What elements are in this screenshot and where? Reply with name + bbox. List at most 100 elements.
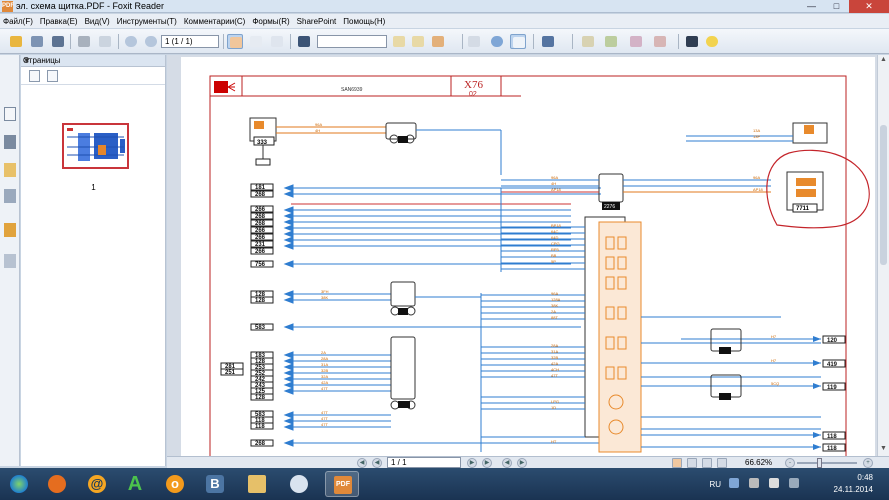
taskbar-atom[interactable]: A bbox=[118, 471, 152, 497]
scroll-down-icon[interactable]: ▼ bbox=[880, 445, 887, 452]
menu-sharepoint[interactable]: SharePoint bbox=[296, 16, 337, 26]
facing-view-icon[interactable] bbox=[702, 458, 712, 468]
zoom-in-button[interactable]: + bbox=[863, 458, 873, 468]
folder-icon bbox=[10, 36, 22, 47]
svg-text:119: 119 bbox=[827, 385, 837, 391]
window-title: эл. схема щитка.PDF - Foxit Reader bbox=[16, 1, 164, 11]
prev-page-status-button[interactable]: ◀ bbox=[372, 458, 382, 468]
comments-icon[interactable] bbox=[4, 163, 16, 177]
next-page-button[interactable] bbox=[143, 34, 159, 49]
snapshot-button[interactable] bbox=[430, 34, 446, 49]
signatures-icon[interactable] bbox=[4, 254, 16, 268]
svg-text:42A: 42A bbox=[551, 361, 558, 366]
svg-text:1D: 1D bbox=[551, 405, 556, 410]
network-icon[interactable] bbox=[749, 478, 759, 488]
continuous-view-icon[interactable] bbox=[687, 458, 697, 468]
extract-button[interactable] bbox=[603, 34, 619, 49]
scroll-up-icon[interactable]: ▲ bbox=[880, 56, 887, 63]
zoom-slider[interactable] bbox=[797, 462, 857, 464]
panel-menu-icon[interactable]: ▼ bbox=[23, 56, 31, 65]
clock-time[interactable]: 0:48 bbox=[857, 473, 873, 482]
hand-tool-button[interactable] bbox=[227, 34, 243, 49]
pdf-sign-button[interactable] bbox=[540, 34, 556, 49]
rotate-button[interactable] bbox=[489, 34, 505, 49]
taskbar-vk[interactable]: В bbox=[198, 471, 232, 497]
find-next-button[interactable] bbox=[410, 34, 426, 49]
maximize-button[interactable]: □ bbox=[833, 1, 840, 11]
select-text-button[interactable] bbox=[248, 34, 264, 49]
typewriter-button[interactable] bbox=[684, 34, 700, 49]
pages-panel-icon[interactable] bbox=[4, 107, 16, 121]
clock-date[interactable]: 24.11.2014 bbox=[833, 485, 873, 494]
bookmarks-icon[interactable] bbox=[4, 135, 16, 149]
zoom-in-thumbnails-icon[interactable] bbox=[47, 70, 58, 82]
svg-text:64D: 64D bbox=[551, 235, 558, 240]
taskbar-explorer[interactable] bbox=[240, 471, 274, 497]
attachments-icon[interactable] bbox=[4, 189, 16, 203]
svg-text:118: 118 bbox=[827, 446, 837, 452]
continuous-facing-view-icon[interactable] bbox=[717, 458, 727, 468]
taskbar-paint[interactable] bbox=[282, 471, 316, 497]
open-button[interactable] bbox=[8, 34, 24, 49]
search-input[interactable] bbox=[317, 35, 387, 48]
zoom-out-button[interactable]: - bbox=[785, 458, 795, 468]
last-page-button[interactable]: ▶ bbox=[482, 458, 492, 468]
input-language[interactable]: RU bbox=[709, 480, 721, 489]
find-button[interactable] bbox=[296, 34, 312, 49]
menu-comments[interactable]: Комментарии(C) bbox=[183, 16, 246, 26]
vertical-scrollbar[interactable]: ▲ ▼ bbox=[877, 55, 889, 456]
save-all-button[interactable] bbox=[50, 34, 66, 49]
back-button[interactable]: ◀ bbox=[502, 458, 512, 468]
fit-width-button[interactable] bbox=[510, 34, 526, 49]
scroll-thumb[interactable] bbox=[880, 125, 887, 265]
save-button[interactable] bbox=[29, 34, 45, 49]
windows-logo-icon bbox=[10, 475, 28, 493]
fit-page-button[interactable] bbox=[466, 34, 482, 49]
next-page-status-button[interactable]: ▶ bbox=[467, 458, 477, 468]
menu-file[interactable]: Файл(F) bbox=[3, 16, 33, 26]
menu-tools[interactable]: Инструменты(T) bbox=[116, 16, 177, 26]
page-number-input[interactable]: 1 (1 / 1) bbox=[161, 35, 219, 48]
status-bar: ◀ ◀ 1 / 1 ▶ ▶ ◀ ▶ 66.62% - + bbox=[167, 456, 889, 468]
start-button[interactable] bbox=[2, 471, 36, 497]
first-page-button[interactable]: ◀ bbox=[357, 458, 367, 468]
taskbar-firefox[interactable] bbox=[40, 471, 74, 497]
menu-forms[interactable]: Формы(R) bbox=[252, 16, 290, 26]
taskbar-odnoklassniki[interactable]: о bbox=[158, 471, 192, 497]
menu-view[interactable]: Вид(V) bbox=[84, 16, 110, 26]
find-prev-button[interactable] bbox=[391, 34, 407, 49]
prev-page-button[interactable] bbox=[123, 34, 139, 49]
volume-icon[interactable] bbox=[769, 478, 779, 488]
svg-text:128: 128 bbox=[255, 298, 266, 304]
window-titlebar: PDF эл. схема щитка.PDF - Foxit Reader —… bbox=[0, 0, 889, 13]
email-button[interactable] bbox=[97, 34, 113, 49]
close-button[interactable]: ✕ bbox=[849, 0, 889, 13]
security-icon[interactable] bbox=[4, 223, 16, 237]
zoom-out-thumbnails-icon[interactable] bbox=[29, 70, 40, 82]
action-center-icon[interactable] bbox=[789, 478, 799, 488]
status-page-input[interactable]: 1 / 1 bbox=[387, 457, 461, 468]
page-thumbnail[interactable] bbox=[62, 123, 129, 169]
zoom-level[interactable]: 66.62% bbox=[745, 458, 773, 467]
minimize-button[interactable]: — bbox=[807, 1, 816, 11]
taskbar-foxit[interactable]: PDF bbox=[325, 471, 359, 497]
panel-close-icon[interactable]: ✕ bbox=[23, 56, 30, 65]
reorder-button[interactable] bbox=[580, 34, 596, 49]
menu-edit[interactable]: Правка(E) bbox=[39, 16, 78, 26]
note-button[interactable] bbox=[704, 34, 720, 49]
insert-page-button[interactable] bbox=[628, 34, 644, 49]
svg-text:118: 118 bbox=[255, 424, 265, 430]
single-page-view-icon[interactable] bbox=[672, 458, 682, 468]
delete-page-button[interactable] bbox=[652, 34, 668, 49]
svg-text:128: 128 bbox=[255, 292, 266, 298]
forward-button[interactable]: ▶ bbox=[517, 458, 527, 468]
zoom-slider-handle[interactable] bbox=[817, 458, 822, 468]
print-button[interactable] bbox=[76, 34, 92, 49]
select-tool-button[interactable] bbox=[269, 34, 285, 49]
taskbar-mailru[interactable]: @ bbox=[80, 471, 114, 497]
document-view[interactable]: SAN6939 X76 02 333 96A 4H bbox=[167, 55, 889, 467]
svg-text:243: 243 bbox=[255, 383, 266, 389]
svg-text:5CQ: 5CQ bbox=[771, 381, 779, 386]
menu-help[interactable]: Помощь(H) bbox=[343, 16, 386, 26]
tray-app-icon[interactable] bbox=[729, 478, 739, 488]
